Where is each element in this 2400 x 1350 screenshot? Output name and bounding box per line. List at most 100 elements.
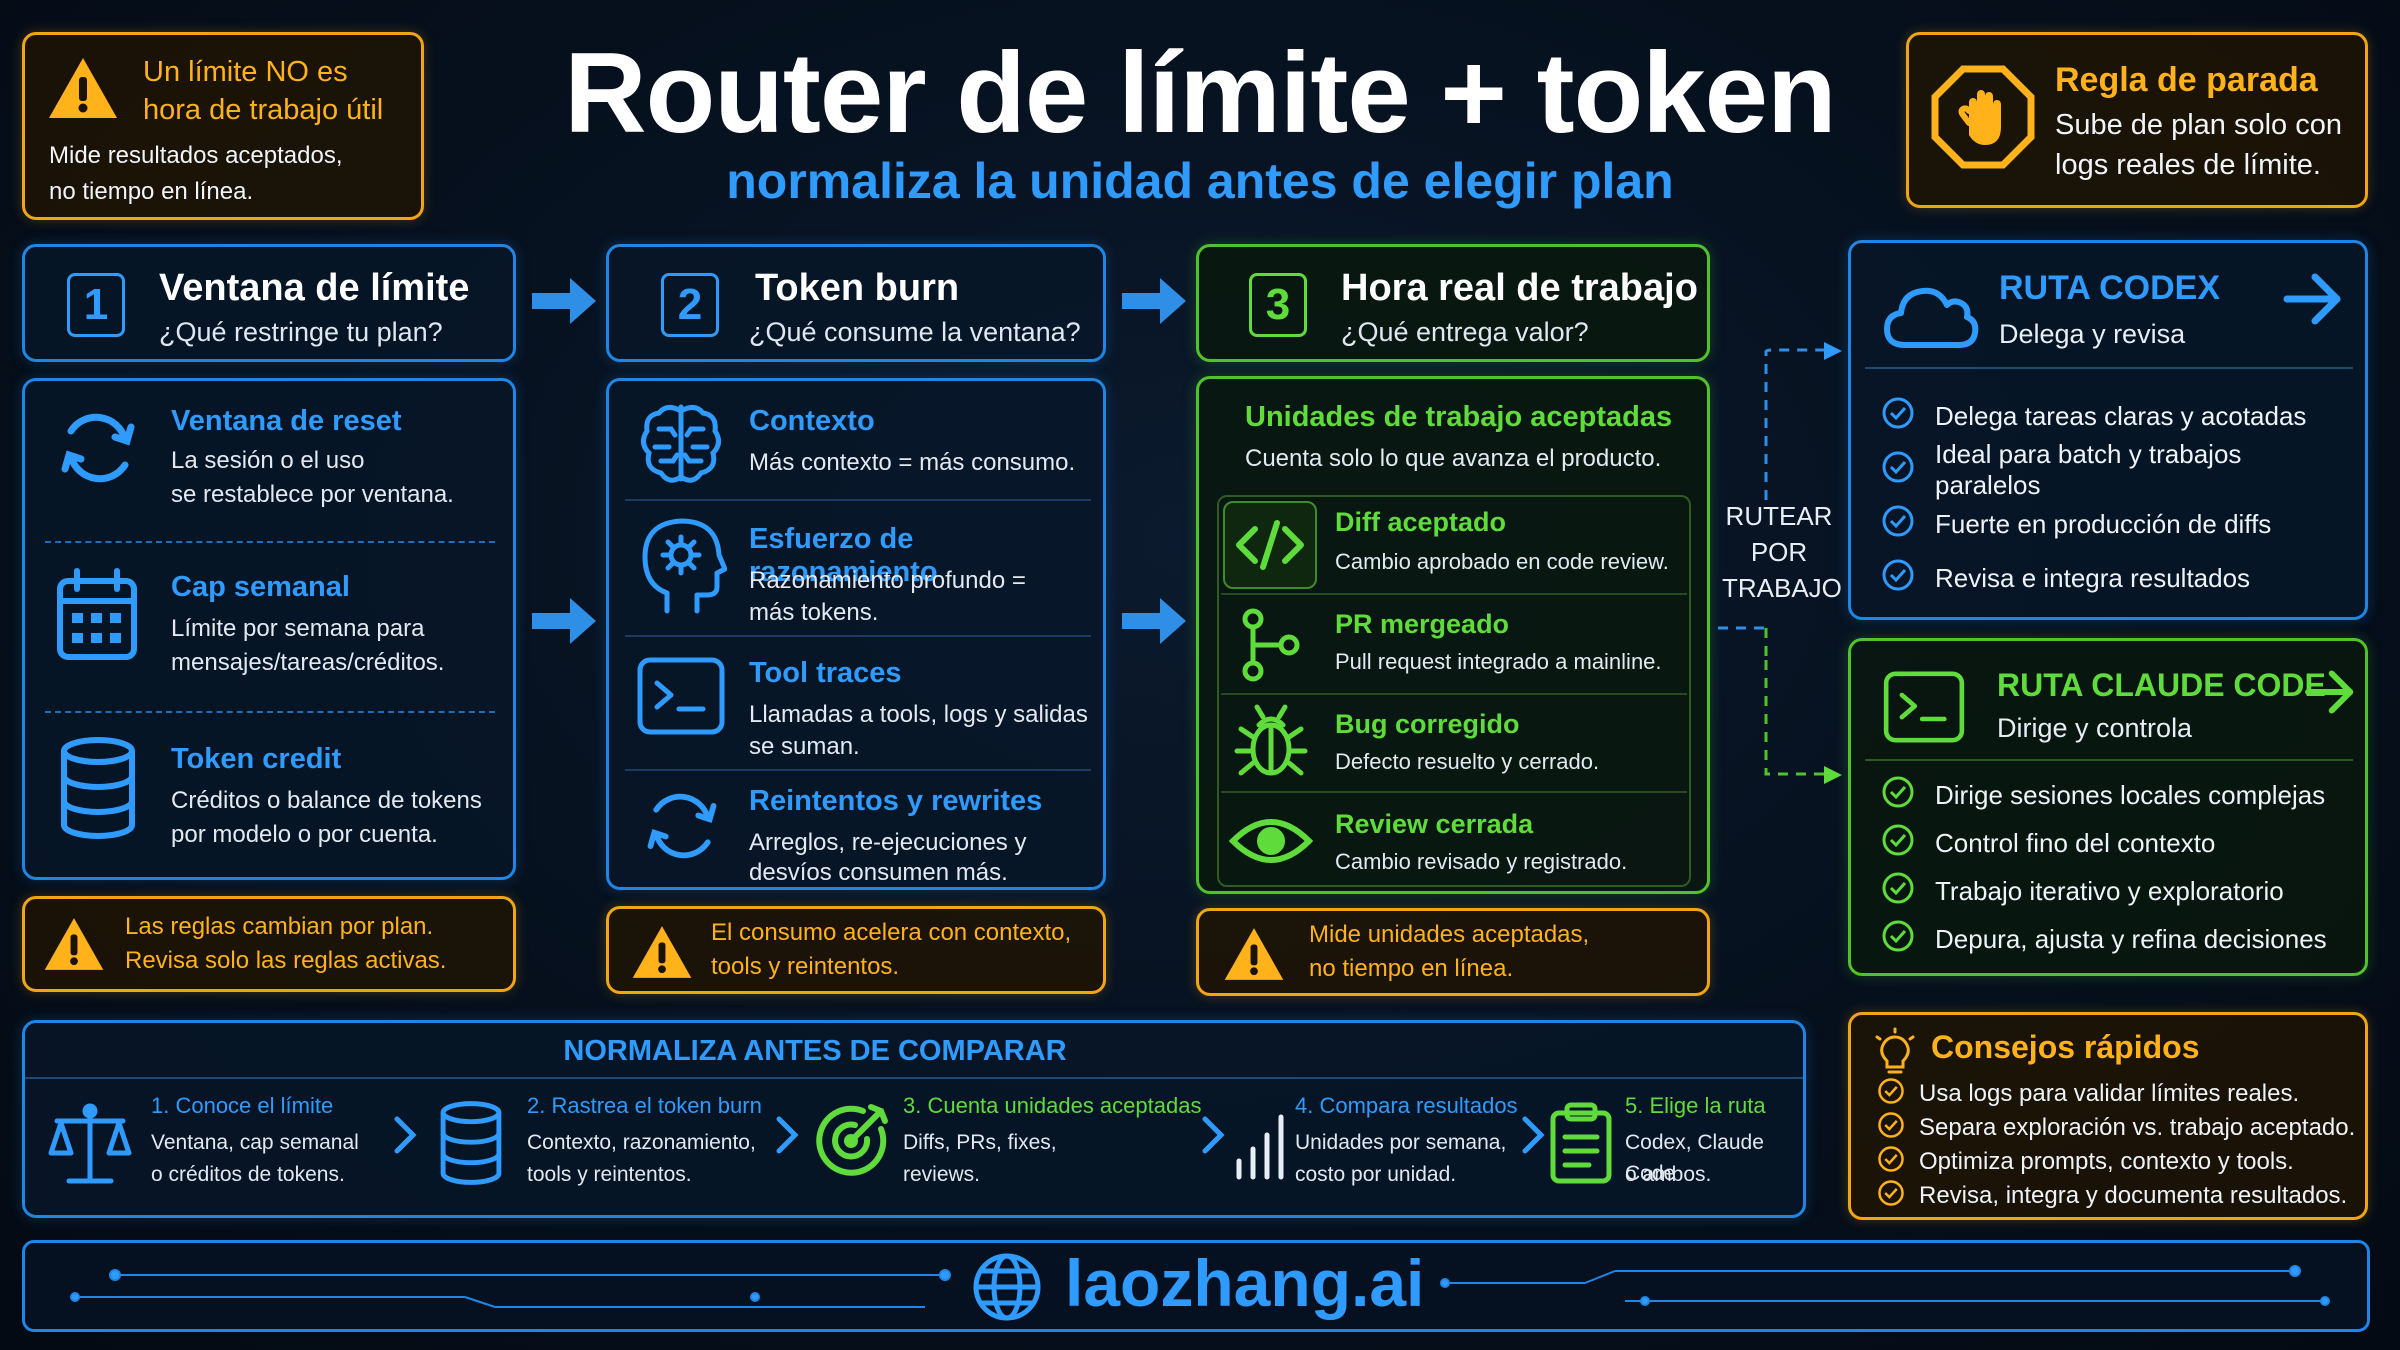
divider [45, 541, 495, 543]
chevron-right-icon [1201, 1115, 1225, 1160]
divider [1865, 367, 2353, 369]
divider [25, 1077, 1803, 1079]
normalize-step-4-body2: costo por unidad. [1295, 1163, 1457, 1186]
step-3-warning: Mide unidades aceptadas, no tiempo en lí… [1196, 908, 1710, 996]
unit-2-title: PR mergeado [1335, 609, 1510, 639]
flow-arrow-icon [530, 274, 598, 328]
step-2-item-3-body1: Llamadas a tools, logs y salidas [749, 701, 1088, 728]
circuit-lines [70, 1265, 2330, 1308]
route-codex-item: Revisa e integra resultados [1881, 551, 2351, 605]
step-1-item-2-body2: mensajes/tareas/créditos. [171, 649, 445, 676]
check-icon [1877, 1111, 1905, 1146]
stop-rule-callout: Regla de parada Sube de plan solo con lo… [1906, 32, 2368, 208]
terminal-icon [1883, 671, 1965, 748]
step-2-question: ¿Qué consume la ventana? [749, 317, 1081, 347]
router-label: RUTEAR POR TRABAJO [1722, 498, 1842, 606]
warning-body-line1: Mide resultados aceptados, [49, 142, 343, 169]
route-codex-title: RUTA CODEX [1999, 269, 2220, 307]
normalize-step-2-body2: tools y reintentos. [527, 1163, 692, 1186]
arrow-right-icon [2281, 271, 2345, 332]
bars-icon [1231, 1107, 1291, 1188]
stop-rule-body-line2: logs reales de límite. [2055, 149, 2321, 181]
route-codex-panel: RUTA CODEX Delega y revisa Delega tareas… [1848, 240, 2368, 620]
normalize-step-4-title: 4. Compara resultados [1295, 1093, 1518, 1118]
unit-1-title: Diff aceptado [1335, 507, 1507, 537]
step-3-title: Hora real de trabajo [1341, 267, 1698, 309]
step-1-header: 1 Ventana de límite ¿Qué restringe tu pl… [22, 244, 516, 362]
tip-item: Optimiza prompts, contexto y tools. [1877, 1145, 2367, 1179]
step-1-item-1-title: Ventana de reset [171, 405, 402, 437]
flow-arrow-icon [1120, 274, 1188, 328]
check-icon [1881, 504, 1915, 545]
refresh-icon [53, 403, 143, 498]
route-codex-item: Fuerte en producción de diffs [1881, 497, 2351, 551]
normalize-step-4-body1: Unidades por semana, [1295, 1131, 1507, 1154]
step-1-item-2-body1: Límite por semana para [171, 615, 425, 642]
page-subtitle: normaliza la unidad antes de elegir plan [726, 153, 1674, 209]
check-icon [1881, 558, 1915, 599]
step-1-warning-line1: Las reglas cambian por plan. [125, 913, 434, 940]
check-icon [1881, 396, 1915, 437]
footer-brand[interactable]: laozhang.ai [1065, 1246, 1425, 1320]
check-icon [1877, 1077, 1905, 1112]
unit-4-body: Cambio revisado y registrado. [1335, 849, 1628, 874]
code-icon [1223, 501, 1317, 589]
warning-title-line2: hora de trabajo útil [143, 94, 384, 126]
arrow-right-icon [2303, 667, 2357, 722]
route-claude-panel: RUTA CLAUDE CODE Dirige y controla Dirig… [1848, 638, 2368, 976]
router-label-line3: TRABAJO [1722, 573, 1842, 603]
unit-3-title: Bug corregido [1335, 709, 1520, 739]
normalize-step-3-body2: reviews. [903, 1163, 981, 1186]
units-subtitle: Cuenta solo lo que avanza el producto. [1245, 445, 1662, 472]
route-claude-item: Depura, ajusta y refina decisiones [1881, 915, 2351, 963]
step-3-number: 3 [1249, 273, 1307, 337]
step-1-item-3-body2: por modelo o por cuenta. [171, 821, 438, 848]
step-1-question: ¿Qué restringe tu plan? [159, 317, 443, 347]
divider [1221, 593, 1687, 595]
router-label-line2: POR [1750, 537, 1808, 567]
route-claude-item: Dirige sesiones locales complejas [1881, 771, 2351, 819]
unit-3-body: Defecto resuelto y cerrado. [1335, 749, 1600, 774]
divider [625, 499, 1091, 501]
cloud-icon [1883, 279, 1979, 356]
retry-icon [639, 783, 725, 874]
divider [625, 635, 1091, 637]
warning-icon [631, 923, 693, 986]
step-2-warning-line1: El consumo acelera con contexto, [711, 919, 1072, 946]
tip-item: Usa logs para validar límites reales. [1877, 1077, 2367, 1111]
tip-item: Revisa, integra y documenta resultados. [1877, 1179, 2367, 1213]
page-title: Router de límite + token [564, 30, 1836, 157]
eye-icon [1228, 811, 1314, 876]
normalize-step-1-body2: o créditos de tokens. [151, 1163, 345, 1186]
step-2-item-2-body2: más tokens. [749, 599, 879, 626]
normalize-step-1-title: 1. Conoce el límite [151, 1093, 334, 1118]
step-1-warning-line2: Revisa solo las reglas activas. [125, 947, 447, 974]
normalize-panel: NORMALIZA ANTES DE COMPARAR 1. Conoce el… [22, 1020, 1806, 1218]
terminal-icon [637, 657, 725, 740]
step-3-warning-line1: Mide unidades aceptadas, [1309, 921, 1590, 948]
check-icon [1881, 871, 1915, 912]
step-3-warning-line2: no tiempo en línea. [1309, 955, 1514, 982]
step-1-warning: Las reglas cambian por plan. Revisa solo… [22, 896, 516, 992]
chevron-right-icon [775, 1115, 799, 1160]
route-codex-subtitle: Delega y revisa [1999, 319, 2186, 349]
units-list: Diff aceptado Cambio aprobado en code re… [1217, 495, 1691, 887]
warning-icon [1223, 925, 1285, 988]
step-2-item-2-title: Esfuerzo de razonamiento [749, 523, 938, 588]
tips-title: Consejos rápidos [1931, 1029, 2200, 1065]
flow-arrow-icon [1120, 594, 1188, 648]
chevron-right-icon [393, 1115, 417, 1160]
step-1-panel: Ventana de reset La sesión o el uso se r… [22, 378, 516, 880]
step-1-item-3-title: Token credit [171, 743, 342, 775]
step-2-number: 2 [661, 273, 719, 337]
normalize-step-3-title: 3. Cuenta unidades aceptadas [903, 1093, 1202, 1118]
warning-title-line1: Un límite NO es [143, 56, 348, 88]
normalize-step-1-body1: Ventana, cap semanal [151, 1131, 359, 1154]
check-icon [1881, 823, 1915, 864]
calendar-icon [55, 567, 139, 668]
normalize-title: NORMALIZA ANTES DE COMPARAR [563, 1035, 1067, 1067]
route-claude-subtitle: Dirige y controla [1997, 713, 2193, 743]
units-title: Unidades de trabajo aceptadas [1245, 401, 1673, 433]
check-icon [1877, 1145, 1905, 1180]
step-1-number: 1 [67, 273, 125, 337]
